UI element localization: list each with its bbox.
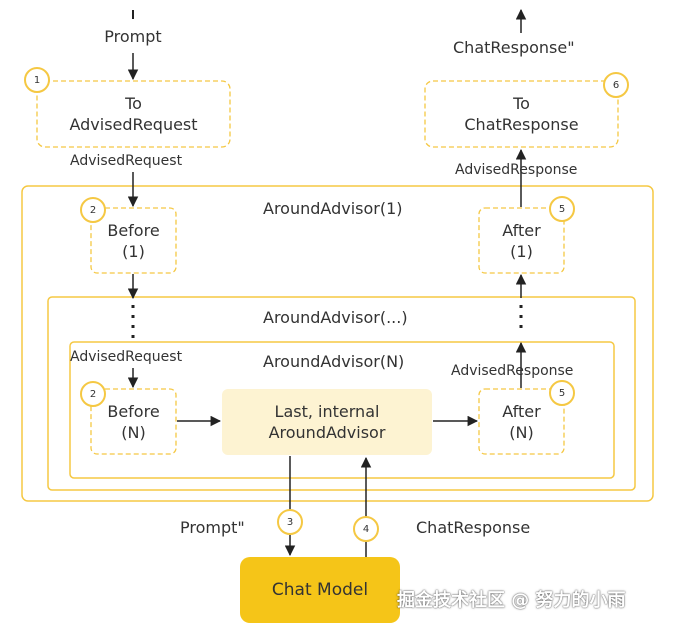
step-badge-1: 1 (24, 67, 50, 93)
label-advised-response-1: AdvisedResponse (455, 162, 578, 178)
node-to-chat-response: To ChatResponse (464, 94, 579, 134)
to-advised-request-box (36, 80, 231, 148)
group-around-advisor-more-title: AroundAdvisor(...) (263, 308, 408, 327)
group-around-advisor-n-title: AroundAdvisor(N) (263, 352, 405, 371)
chat-model-box (240, 557, 400, 623)
watermark: 掘金技术社区 @ 努力的小雨 (397, 590, 626, 611)
after-1-box (478, 207, 565, 274)
around-advisor-n-container (69, 341, 615, 479)
step-badge-6: 6 (603, 72, 629, 98)
around-advisor-more-container (47, 296, 636, 491)
group-around-advisor-1-title: AroundAdvisor(1) (263, 199, 403, 218)
step-badge-2-top: 2 (80, 197, 106, 223)
label-chat-response-top: ChatResponse" (453, 38, 575, 57)
label-prompt-top: Prompt (104, 27, 162, 46)
last-internal-box (222, 389, 432, 455)
node-before-1: Before (1) (107, 220, 160, 261)
after-n-box (478, 388, 565, 455)
node-before-n: Before (N) (107, 401, 160, 442)
node-after-1: After (1) (502, 220, 541, 261)
label-advised-request-1: AdvisedRequest (70, 153, 183, 169)
node-to-advised-request: To AdvisedRequest (69, 94, 198, 134)
node-last-internal-around-advisor: Last, internal AroundAdvisor (268, 402, 386, 442)
label-advised-request-2: AdvisedRequest (70, 349, 183, 365)
step-badge-2-bottom: 2 (80, 381, 106, 407)
node-chat-model: Chat Model (271, 579, 369, 600)
step-badge-4: 4 (353, 516, 379, 542)
label-advised-response-2: AdvisedResponse (451, 363, 574, 379)
before-n-box (90, 388, 177, 455)
step-badge-5-top: 5 (549, 196, 575, 222)
label-chat-response-bottom: ChatResponse (416, 518, 531, 537)
step-badge-5-bottom: 5 (549, 380, 575, 406)
node-after-n: After (N) (502, 401, 541, 442)
label-prompt-bottom: Prompt" (180, 518, 245, 537)
around-advisor-1-container (21, 185, 654, 502)
to-chat-response-box (424, 80, 619, 148)
before-1-box (90, 207, 177, 274)
step-badge-3: 3 (277, 509, 303, 535)
